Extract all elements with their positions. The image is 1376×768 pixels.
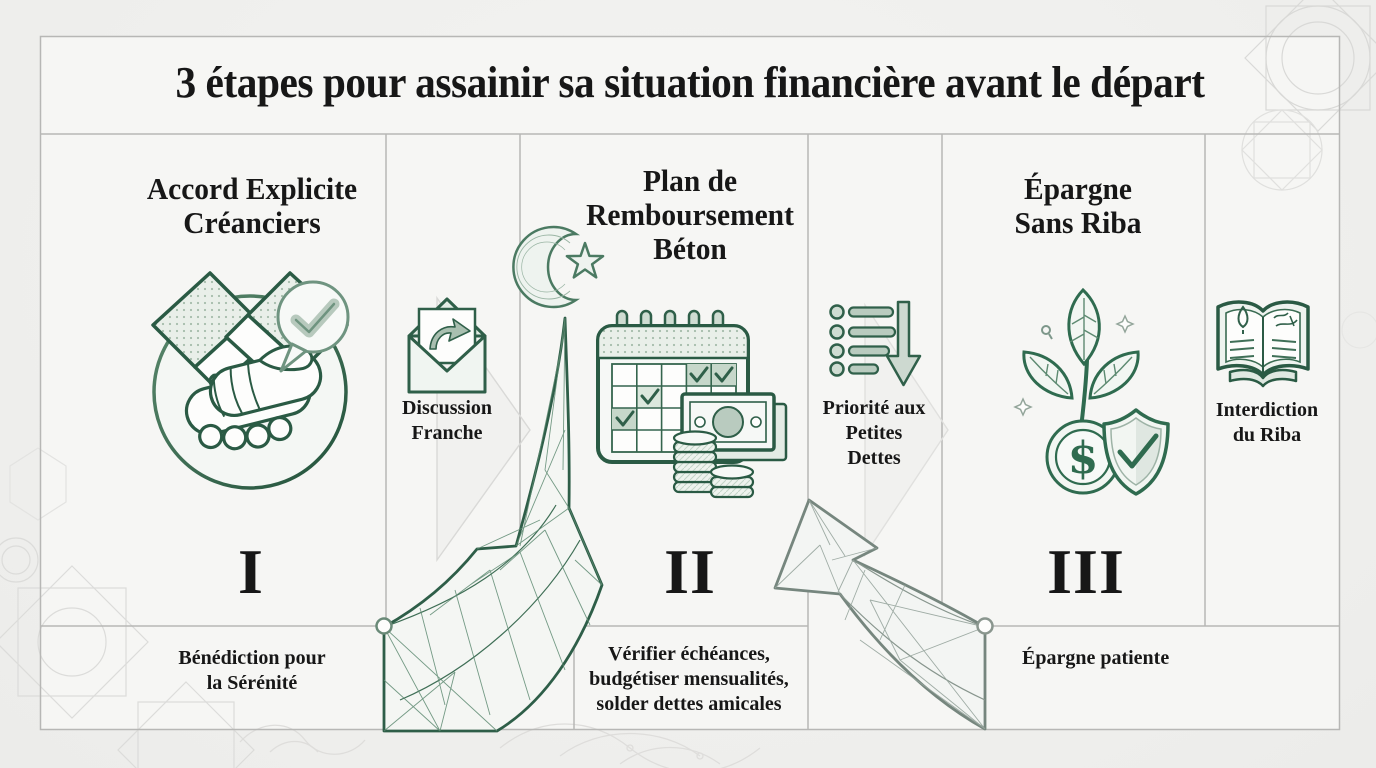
- plant-savings-shield-icon: $: [1013, 287, 1170, 496]
- step1-heading: Accord Explicite Créanciers: [146, 171, 358, 241]
- down-arrow-icon: [885, 300, 922, 387]
- green-growth-arrow: [382, 316, 604, 733]
- clasped-hands: [184, 344, 323, 451]
- sparkle-icon: [1115, 314, 1135, 334]
- pattern-bottom-left-star-icon: [0, 447, 255, 768]
- step3-numeral: III: [1047, 536, 1125, 607]
- sorted-list-descending-icon: [829, 300, 922, 387]
- step1-numeral: I: [238, 536, 264, 607]
- connector3-label: Interdiction du Riba: [1215, 399, 1319, 446]
- currency-symbol: $: [1068, 433, 1099, 484]
- step3-caption: Épargne patiente: [1022, 647, 1170, 669]
- shield-check-icon: [1102, 408, 1170, 496]
- step1-caption: Bénédiction pour la Sérénité: [178, 647, 326, 694]
- open-quran-icon: [1216, 300, 1310, 388]
- calendar-payment-icon: [596, 309, 788, 499]
- forward-arrow-icon: [429, 318, 471, 350]
- coin-stacks-icon: [672, 430, 755, 499]
- sparkle-icon: [1013, 397, 1033, 417]
- envelope-forward-icon: [407, 297, 487, 394]
- handshake-agreement-icon: [151, 271, 350, 490]
- connector2-label: Priorité aux Petites Dettes: [822, 397, 926, 469]
- page-title: 3 étapes pour assainir sa situation fina…: [175, 58, 1205, 107]
- node-circle-1: [375, 617, 393, 635]
- crescent-and-star-icon: [512, 225, 605, 309]
- step2-caption: Vérifier échéances, budgétiser mensualit…: [589, 643, 789, 715]
- step2-heading: Plan de Remboursement Béton: [586, 163, 794, 267]
- node-circle-2: [976, 617, 994, 635]
- pattern-bottom-center-arabesque-icon: [239, 723, 761, 768]
- step3-heading: Épargne Sans Riba: [1014, 171, 1142, 241]
- step2-numeral: II: [664, 536, 716, 607]
- outer-frame: [39, 35, 1341, 731]
- calligraphy-flame: [1237, 305, 1249, 329]
- calligraphy-script: [1273, 312, 1298, 327]
- pattern-top-right-rosette-icon: [1241, 0, 1376, 349]
- connector1-label: Discussion Franche: [401, 397, 493, 444]
- approval-bubble-check-icon: [276, 280, 350, 373]
- gray-return-arrow: [773, 498, 987, 731]
